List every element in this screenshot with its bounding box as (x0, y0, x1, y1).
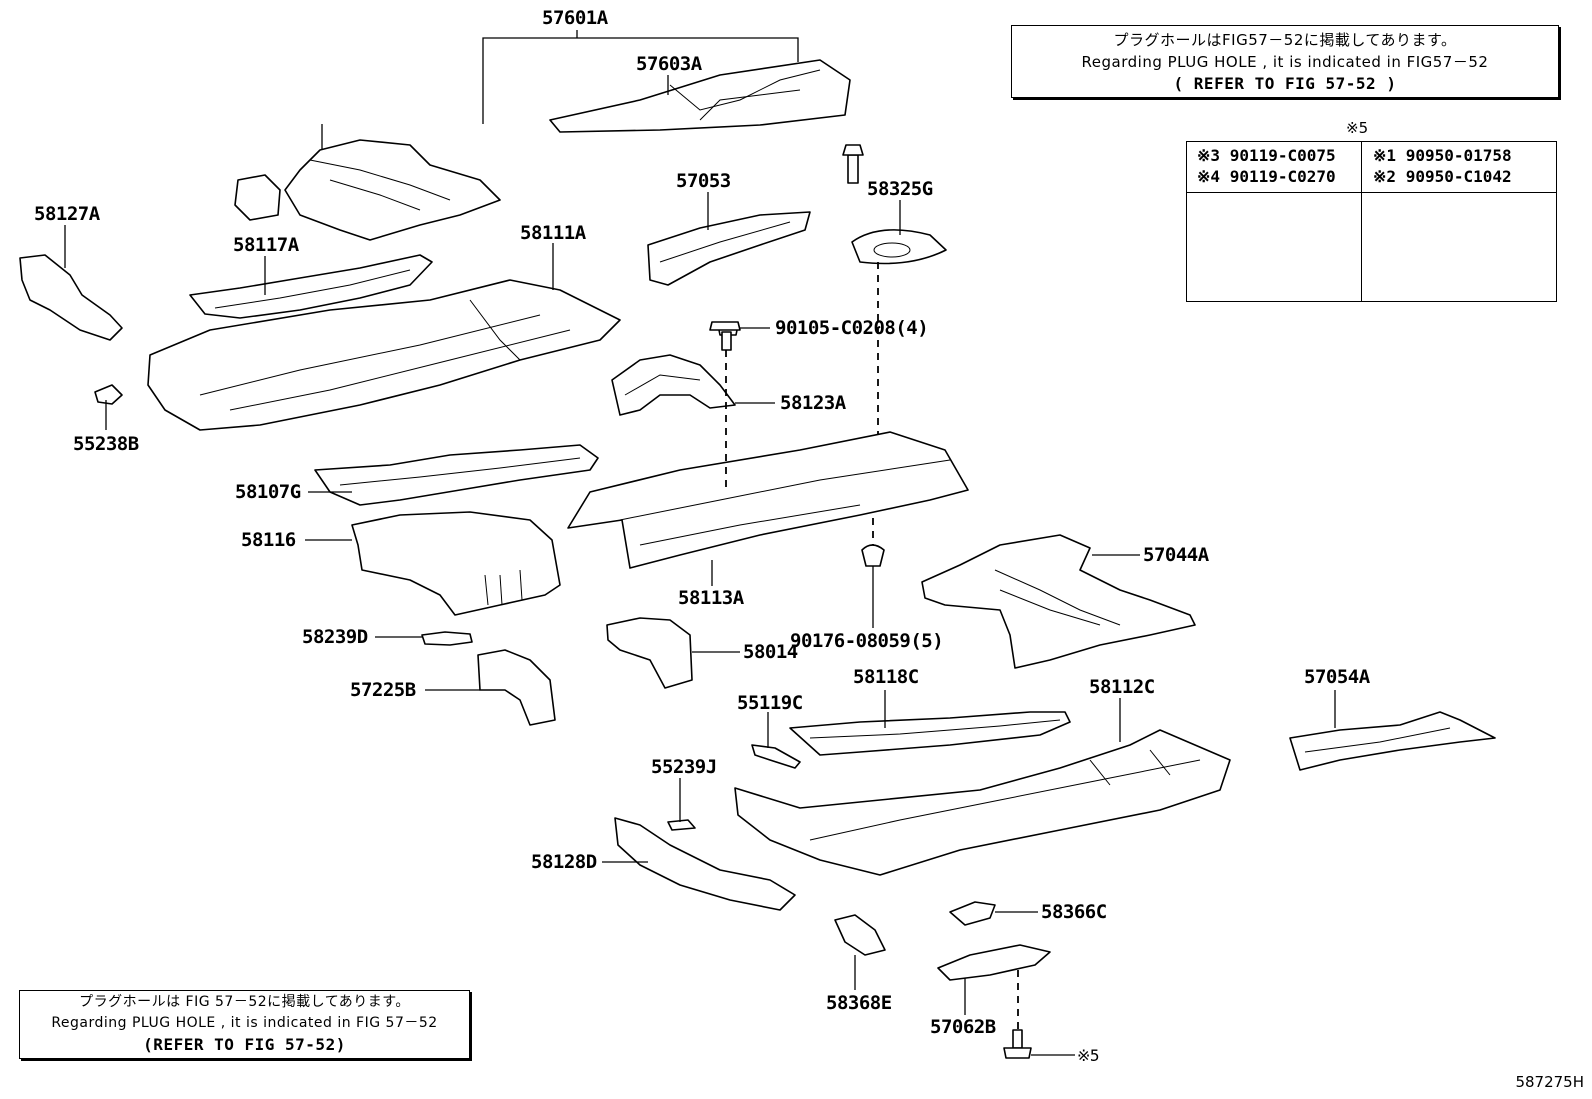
callout-57062B[interactable]: 57062B (930, 1016, 996, 1038)
legend-clip-2-part: 90950-C1042 (1405, 167, 1512, 186)
bolt-star5-shape (1003, 1029, 1032, 1059)
part-57054A-shape (1289, 711, 1496, 771)
legend-bolt-2-mark: ※4 (1197, 167, 1221, 186)
part-58112C-shape (734, 729, 1231, 876)
part-55239J-shape (667, 819, 696, 831)
callout-58117A[interactable]: 58117A (233, 234, 299, 256)
note-bottom-ref: (REFER TO FIG 57-52) (143, 1035, 346, 1054)
part-55238B-shape (94, 384, 123, 405)
part-58118C-shape (789, 711, 1071, 756)
bolt-90105-shape (709, 321, 741, 351)
part-58239D-shape (421, 631, 473, 646)
part-58325G-shape (842, 144, 947, 265)
leader-57601A (482, 37, 799, 124)
legend-clip-2: ※2 90950-C1042 (1373, 167, 1512, 187)
callout-55239J[interactable]: 55239J (651, 756, 717, 778)
callout-58014[interactable]: 58014 (743, 641, 798, 663)
figure-number: 587275H (1515, 1073, 1584, 1091)
callout-58111A[interactable]: 58111A (520, 222, 586, 244)
legend-clip-1: ※1 90950-01758 (1373, 146, 1512, 166)
part-57062B-shape (937, 944, 1051, 981)
part-57225B-shape (477, 649, 556, 726)
callout-55238B[interactable]: 55238B (73, 433, 139, 455)
callout-90176-08059[interactable]: 90176-08059(5) (790, 630, 944, 652)
part-58113A-shape (567, 431, 969, 569)
callout-57603A[interactable]: 57603A (636, 53, 702, 75)
part-55119C-shape (751, 744, 801, 769)
callout-57054A[interactable]: 57054A (1304, 666, 1370, 688)
part-57053-shape (647, 211, 811, 286)
part-57603A-shape (234, 139, 501, 241)
callout-58366C[interactable]: 58366C (1041, 901, 1107, 923)
legend-divider-h (1187, 192, 1556, 193)
callout-58325G[interactable]: 58325G (867, 178, 933, 200)
legend-bolt-2: ※4 90119-C0270 (1197, 167, 1336, 187)
callout-55119C[interactable]: 55119C (737, 692, 803, 714)
legend-bolt-2-part: 90119-C0270 (1229, 167, 1336, 186)
legend-clip-1-part: 90950-01758 (1405, 146, 1512, 165)
callout-58239D[interactable]: 58239D (302, 626, 368, 648)
plug-hole-note-bottom: プラグホールは FIG 57－52に掲載してあります。 Regarding PL… (19, 990, 470, 1059)
callout-58107G[interactable]: 58107G (235, 481, 301, 503)
legend-bolt-1: ※3 90119-C0075 (1197, 146, 1336, 166)
legend-clip-2-mark: ※2 (1373, 167, 1397, 186)
callout-58118C[interactable]: 58118C (853, 666, 919, 688)
part-57044A-shape (921, 534, 1196, 669)
part-58123A-shape (611, 324, 739, 416)
note-bottom-jp: プラグホールは FIG 57－52に掲載してあります。 (79, 994, 410, 1010)
note-top-en: Regarding PLUG HOLE , it is indicated in… (1081, 53, 1489, 71)
clip-90176-shape (861, 544, 885, 567)
legend-clip-1-mark: ※1 (1373, 146, 1397, 165)
plug-hole-note-top: プラグホールはFIG57－52に掲載してあります。 Regarding PLUG… (1011, 25, 1559, 98)
callout-star5[interactable]: ※5 (1077, 1046, 1100, 1065)
callout-90105-C0208[interactable]: 90105-C0208(4) (775, 317, 929, 339)
callout-58128D[interactable]: 58128D (531, 851, 597, 873)
fastener-legend: ※3 90119-C0075 ※4 90119-C0270 ※1 90950-0… (1186, 141, 1557, 302)
note-bottom-en: Regarding PLUG HOLE , it is indicated in… (51, 1015, 438, 1031)
callout-58116[interactable]: 58116 (241, 529, 296, 551)
callout-57044A[interactable]: 57044A (1143, 544, 1209, 566)
part-58116-shape (351, 511, 561, 616)
callout-57601A[interactable]: 57601A (542, 7, 608, 29)
part-58127A-shape (19, 254, 123, 341)
part-57601A-shape (549, 59, 851, 133)
part-58368E-shape (834, 914, 886, 956)
part-58111A-shape (147, 279, 621, 431)
callout-58113A[interactable]: 58113A (678, 587, 744, 609)
part-58014-shape (606, 617, 693, 689)
callout-57053[interactable]: 57053 (676, 170, 731, 192)
legend-divider-v (1361, 142, 1362, 301)
note-top-jp: プラグホールはFIG57－52に掲載してあります。 (1113, 31, 1457, 49)
callout-58368E[interactable]: 58368E (826, 992, 892, 1014)
callout-58112C[interactable]: 58112C (1089, 676, 1155, 698)
callout-57225B[interactable]: 57225B (350, 679, 416, 701)
legend-bolt-1-part: 90119-C0075 (1229, 146, 1336, 165)
part-58366C-shape (949, 901, 996, 926)
part-58107G-shape (314, 444, 599, 506)
callout-58127A[interactable]: 58127A (34, 203, 100, 225)
part-58117A-shape (189, 254, 433, 319)
note-top-ref: ( REFER TO FIG 57-52 ) (1173, 74, 1397, 93)
legend-header: ※5 (1346, 119, 1369, 137)
callout-58123A[interactable]: 58123A (780, 392, 846, 414)
legend-bolt-1-mark: ※3 (1197, 146, 1221, 165)
